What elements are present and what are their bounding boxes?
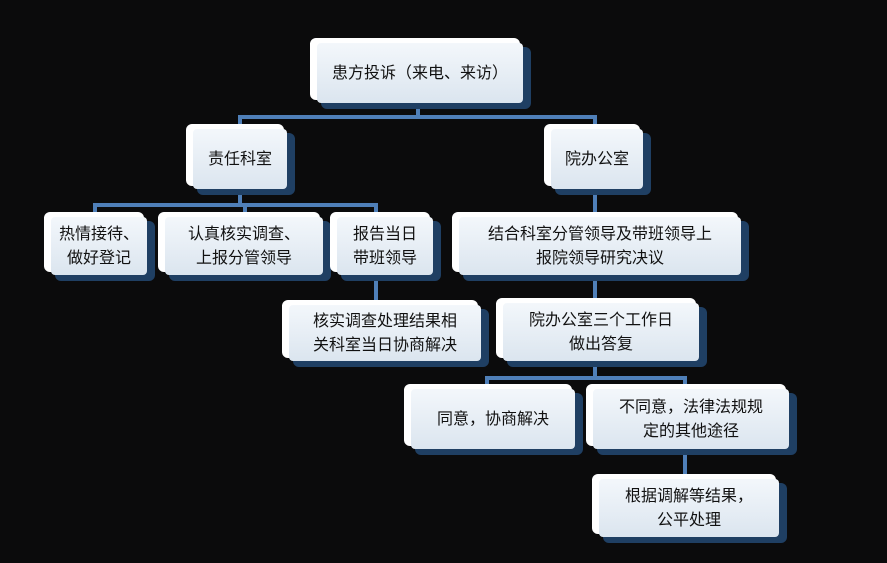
- node-label: 患方投诉（来电、来访）: [331, 63, 508, 82]
- node-inner: 报告当日 带班领导: [337, 217, 433, 275]
- node-reception: 热情接待、 做好登记: [44, 212, 155, 281]
- node-label: 根据调解等结果， 公平处理: [624, 486, 753, 529]
- node-inner: 不同意，法律法规规 定的其他途径: [593, 389, 789, 449]
- node-label: 院办公室: [564, 149, 629, 168]
- node-label: 不同意，法律法规规 定的其他途径: [618, 397, 763, 440]
- node-disagree: 不同意，法律法规规 定的其他途径: [586, 384, 797, 455]
- node-inner: 院办公室: [551, 129, 643, 189]
- node-label: 热情接待、 做好登记: [58, 224, 139, 267]
- node-label: 责任科室: [207, 149, 272, 168]
- node-reply-three-days: 院办公室三个工作日 做出答复: [496, 298, 707, 367]
- node-label: 报告当日 带班领导: [352, 224, 417, 267]
- node-mediation: 根据调解等结果， 公平处理: [592, 474, 787, 543]
- node-inner: 根据调解等结果， 公平处理: [599, 479, 779, 537]
- node-label: 结合科室分管领导及带班领导上 报院领导研究决议: [487, 224, 712, 267]
- connector-dept: [93, 194, 378, 214]
- node-inner: 院办公室三个工作日 做出答复: [503, 303, 699, 361]
- node-inner: 核实调查处理结果相 关科室当日协商解决: [289, 305, 481, 361]
- node-inner: 患方投诉（来电、来访）: [317, 43, 523, 103]
- node-label: 核实调查处理结果相 关科室当日协商解决: [312, 311, 457, 354]
- node-agree: 同意，协商解决: [404, 384, 583, 455]
- node-label: 同意，协商解决: [436, 409, 549, 428]
- node-inner: 热情接待、 做好登记: [51, 217, 147, 275]
- node-inner: 结合科室分管领导及带班领导上 报院领导研究决议: [459, 217, 741, 275]
- node-label: 院办公室三个工作日 做出答复: [528, 310, 673, 353]
- node-investigate-report: 认真核实调查、 上报分管领导: [158, 212, 331, 281]
- node-inner: 同意，协商解决: [411, 389, 575, 449]
- node-combine-report: 结合科室分管领导及带班领导上 报院领导研究决议: [452, 212, 749, 281]
- node-hospital-office: 院办公室: [544, 124, 651, 195]
- node-root: 患方投诉（来电、来访）: [310, 38, 531, 109]
- node-dept-office: 责任科室: [186, 124, 295, 195]
- node-report-duty-leader: 报告当日 带班领导: [330, 212, 441, 281]
- node-inner: 责任科室: [193, 129, 287, 189]
- node-verify-negotiate: 核实调查处理结果相 关科室当日协商解决: [282, 300, 489, 367]
- node-label: 认真核实调查、 上报分管领导: [187, 224, 300, 267]
- node-inner: 认真核实调查、 上报分管领导: [165, 217, 323, 275]
- connector-reply: [485, 366, 687, 386]
- connector-root: [238, 106, 597, 126]
